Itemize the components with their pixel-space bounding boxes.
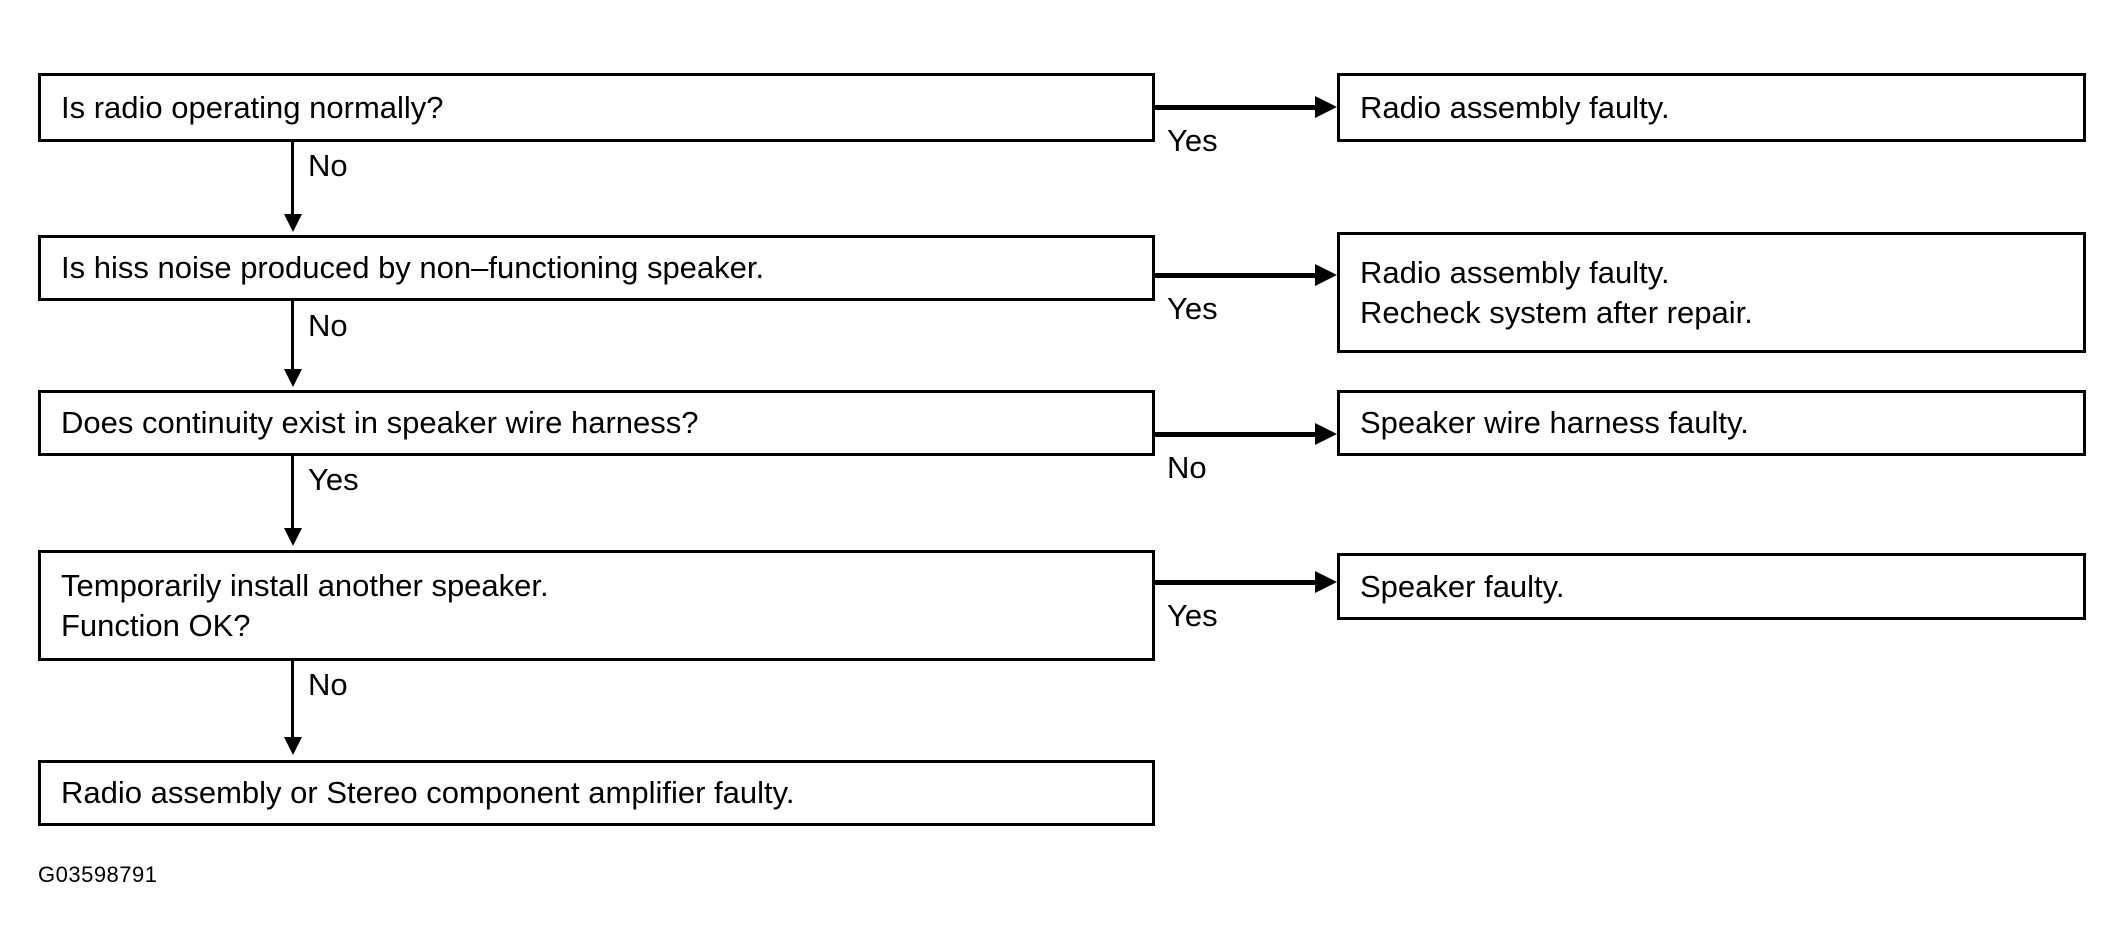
node-question-radio-operating[interactable]: Is radio operating normally?	[38, 73, 1155, 142]
figure-id-caption: G03598791	[38, 862, 158, 887]
node-text-line1: Temporarily install another speaker.	[61, 567, 549, 603]
node-text-line2: Function OK?	[61, 607, 251, 643]
node-result-radio-assembly-faulty-recheck[interactable]: Radio assembly faulty. Recheck system af…	[1337, 232, 2086, 353]
node-question-continuity-speaker-wire[interactable]: Does continuity exist in speaker wire ha…	[38, 390, 1155, 456]
node-result-speaker-wire-harness-faulty[interactable]: Speaker wire harness faulty.	[1337, 390, 2086, 456]
edge-label-q2-to-r2: Yes	[1167, 291, 1218, 326]
node-question-hiss-noise[interactable]: Is hiss noise produced by non–functionin…	[38, 235, 1155, 301]
node-result-radio-assembly-faulty[interactable]: Radio assembly faulty.	[1337, 73, 2086, 142]
edge-q4-to-q5-arrowhead	[284, 737, 302, 755]
edge-q4-to-q5-line	[291, 661, 294, 741]
edge-q2-to-q3-arrowhead	[284, 369, 302, 387]
node-text: Radio assembly faulty.	[1360, 89, 1670, 125]
node-text: Radio assembly or Stereo component ampli…	[61, 775, 795, 811]
edge-label-q4-to-q5: No	[308, 667, 348, 702]
edge-label-q2-to-q3: No	[308, 308, 348, 343]
edge-q3-to-r3-arrowhead	[1315, 423, 1337, 445]
node-text: Is hiss noise produced by non–functionin…	[61, 250, 765, 286]
edge-label-q3-to-q4: Yes	[308, 462, 359, 497]
node-question-temporary-speaker[interactable]: Temporarily install another speaker. Fun…	[38, 550, 1155, 661]
node-text: Is radio operating normally?	[61, 89, 444, 125]
edge-q2-to-q3-line	[291, 301, 294, 373]
edge-q1-to-r1-line	[1155, 105, 1315, 110]
node-text: Speaker faulty.	[1360, 568, 1565, 604]
edge-q3-to-q4-arrowhead	[284, 528, 302, 546]
edge-q2-to-r2-arrowhead	[1315, 264, 1337, 286]
edge-q1-to-q2-arrowhead	[284, 214, 302, 232]
node-result-radio-or-amplifier-faulty[interactable]: Radio assembly or Stereo component ampli…	[38, 760, 1155, 826]
edge-label-q3-to-r3: No	[1167, 450, 1207, 485]
node-result-speaker-faulty[interactable]: Speaker faulty.	[1337, 553, 2086, 620]
edge-q1-to-r1-arrowhead	[1315, 96, 1337, 118]
edge-label-q1-to-r1: Yes	[1167, 123, 1218, 158]
node-text: Speaker wire harness faulty.	[1360, 405, 1749, 441]
node-text-line2: Recheck system after repair.	[1360, 294, 1753, 330]
edge-q3-to-q4-line	[291, 456, 294, 532]
edge-label-q1-to-q2: No	[308, 148, 348, 183]
edge-q1-to-q2-line	[291, 142, 294, 218]
edge-q2-to-r2-line	[1155, 273, 1315, 278]
node-text-line1: Radio assembly faulty.	[1360, 254, 1670, 290]
edge-q4-to-r4-arrowhead	[1315, 571, 1337, 593]
node-text: Does continuity exist in speaker wire ha…	[61, 405, 699, 441]
edge-label-q4-to-r4: Yes	[1167, 598, 1218, 633]
edge-q4-to-r4-line	[1155, 580, 1315, 585]
edge-q3-to-r3-line	[1155, 432, 1315, 437]
